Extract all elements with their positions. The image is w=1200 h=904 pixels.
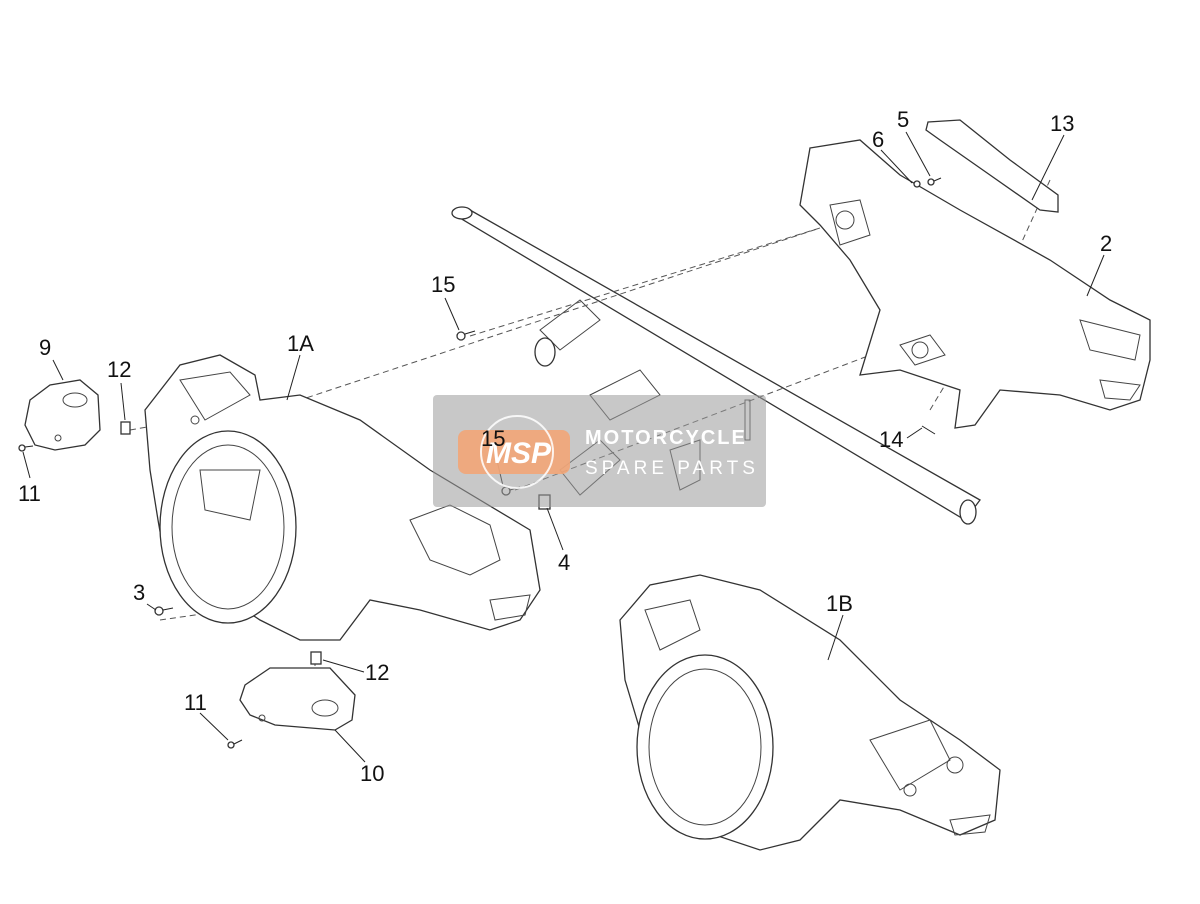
msp-logo-text: MSP (486, 437, 552, 470)
callout-11-upper: 11 (18, 481, 41, 506)
clip-12-upper (120, 421, 131, 435)
watermark-line2: SPARE PARTS (585, 458, 759, 479)
callout-6: 6 (872, 127, 884, 152)
part-10-small-cover (239, 667, 356, 731)
globe-icon (480, 415, 554, 489)
watermark-line1: MOTORCYCLE (585, 427, 747, 449)
clip-14 (921, 425, 936, 435)
msp-logo (458, 430, 570, 474)
part-13-top-strip (925, 119, 1059, 213)
screw-15-upper (456, 330, 476, 341)
callout-9: 9 (39, 335, 51, 360)
callout-12-upper: 12 (107, 357, 131, 382)
screw-11-upper (18, 444, 34, 452)
screw-3 (154, 606, 174, 616)
callout-12-lower: 12 (365, 660, 389, 685)
callout-2: 2 (1100, 231, 1112, 256)
part-1a-headset-cover (144, 354, 541, 641)
callout-1b: 1B (826, 591, 853, 616)
clip-12-lower (310, 651, 322, 665)
screw-11-lower (227, 739, 243, 749)
screw-5 (927, 177, 942, 186)
callout-11-lower: 11 (184, 690, 207, 715)
callout-10: 10 (360, 761, 384, 786)
callout-labels: 1A 1B 2 3 4 5 6 9 10 11 11 12 12 13 14 1… (18, 107, 1112, 786)
part-1b-headset-cover (619, 574, 1001, 851)
callout-3: 3 (133, 580, 145, 605)
callout-15-upper: 15 (431, 272, 455, 297)
watermark: MSP MOTORCYCLE SPARE PARTS (433, 395, 766, 507)
part-2-rear-cover (799, 139, 1151, 429)
callout-4: 4 (558, 550, 570, 575)
callout-13: 13 (1050, 111, 1074, 136)
callout-5: 5 (897, 107, 909, 132)
callout-14: 14 (879, 427, 903, 452)
part-9-small-cover (24, 379, 101, 451)
watermark-box (433, 395, 766, 507)
callout-15-lower: 15 (481, 426, 505, 451)
callout-1a: 1A (287, 331, 314, 356)
washer-6 (913, 180, 921, 188)
